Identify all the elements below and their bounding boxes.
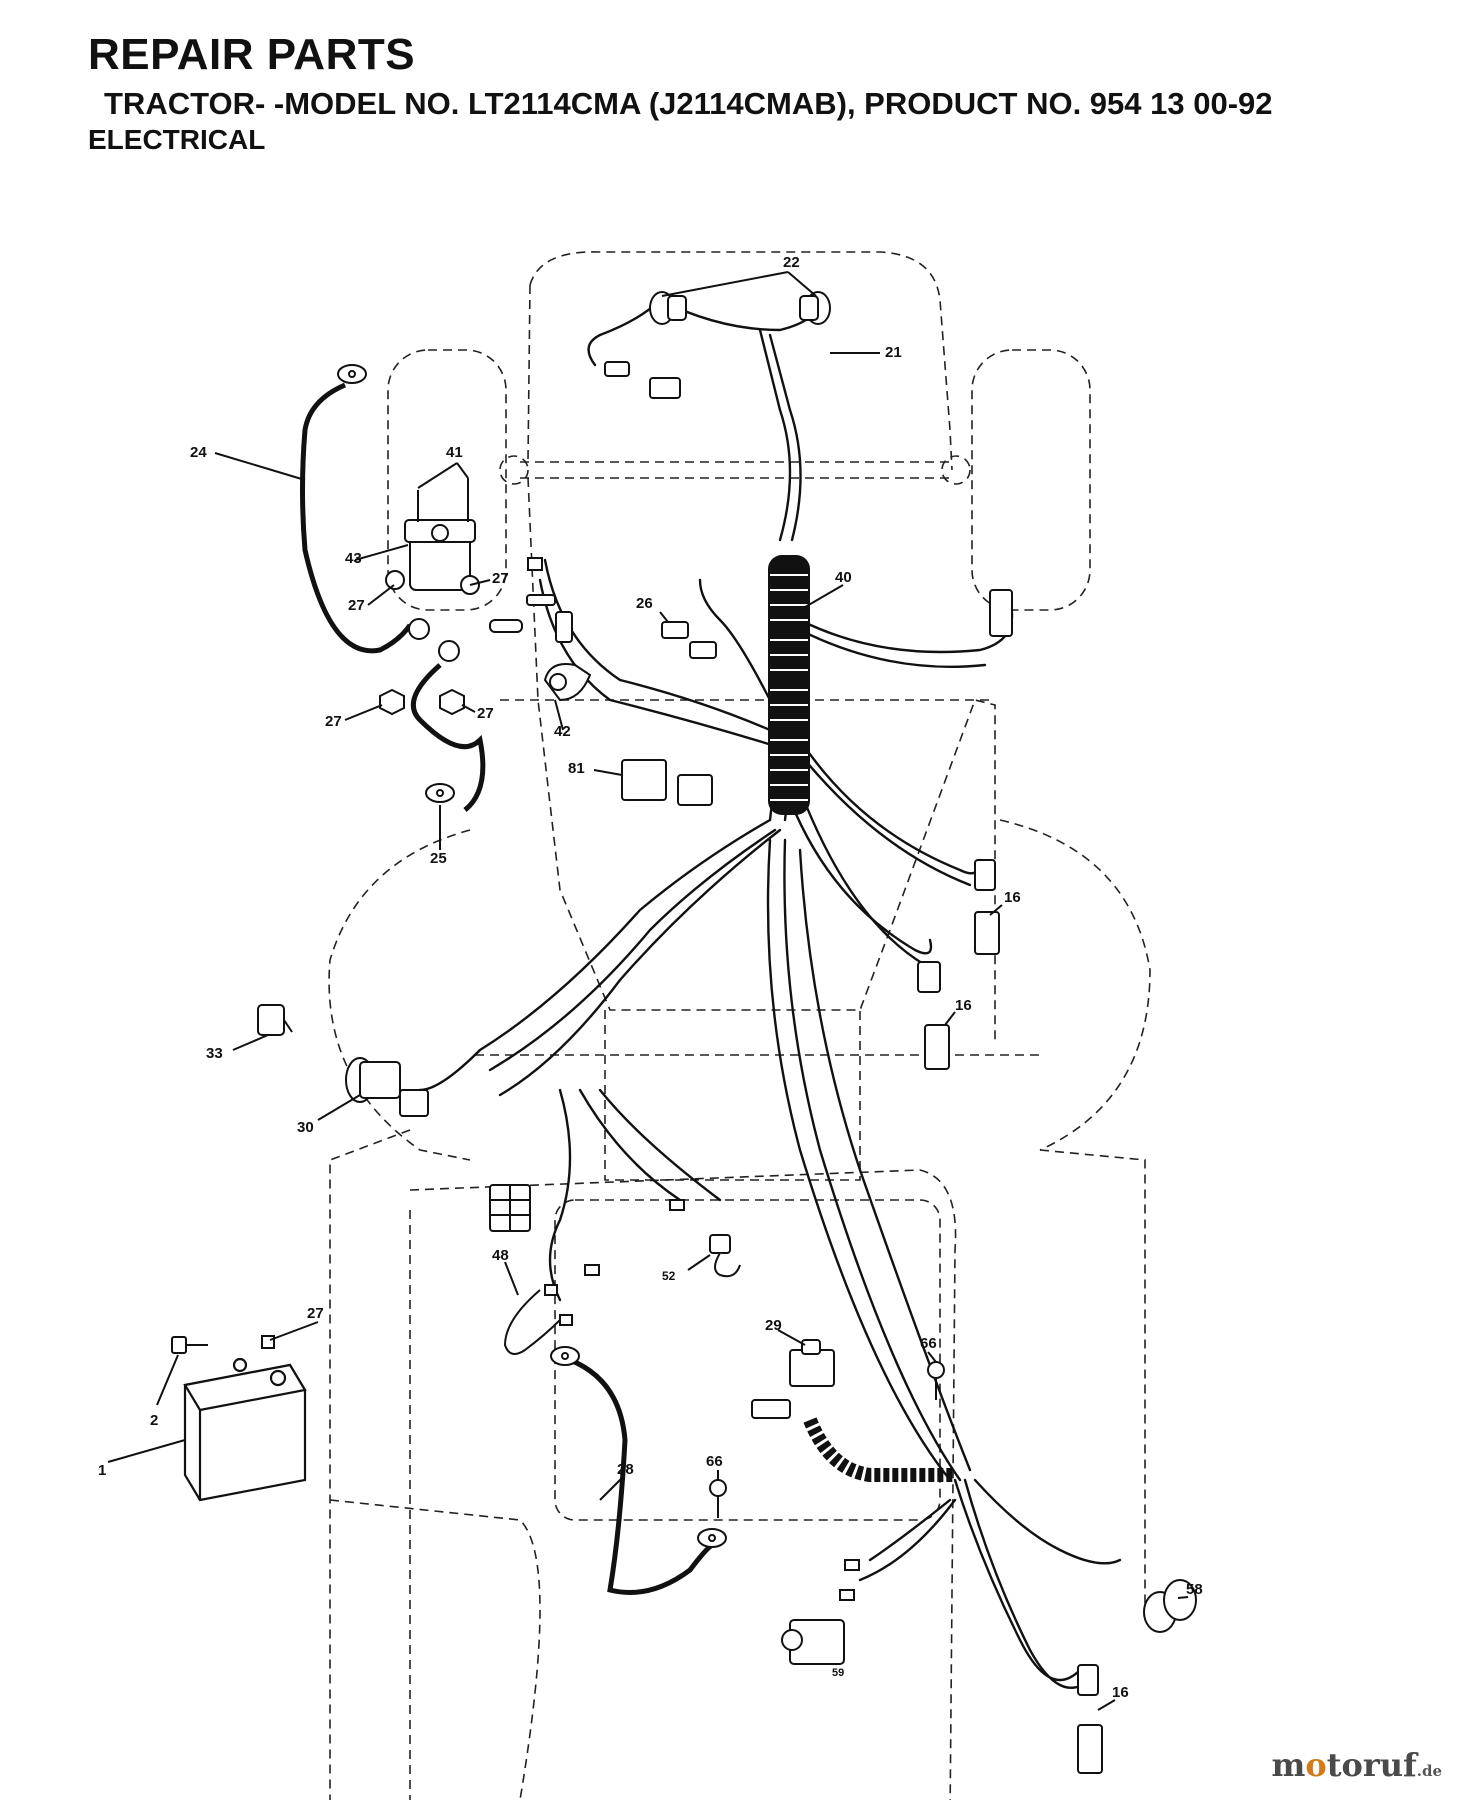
cable-24-terminal — [337, 364, 367, 384]
switch-16-lower — [1077, 1664, 1103, 1774]
cable-25-terminal — [425, 783, 455, 803]
callout-27-e: 27 — [307, 1305, 324, 1322]
switch-16-upper — [974, 859, 1000, 955]
callout-40: 40 — [835, 569, 852, 586]
callout-16-a: 16 — [1004, 889, 1021, 906]
callout-16-c: 16 — [1112, 1684, 1129, 1701]
callout-58: 58 — [1186, 1581, 1203, 1598]
callout-29: 29 — [765, 1317, 782, 1334]
callout-27-b: 27 — [348, 597, 365, 614]
callout-22: 22 — [783, 254, 800, 271]
screw-66-lower — [709, 1479, 727, 1518]
solenoid-43 — [385, 478, 480, 662]
switch-29 — [751, 1339, 835, 1419]
battery-1 — [183, 1357, 307, 1502]
cable-28 — [569, 1357, 714, 1595]
callout-66-a: 66 — [920, 1335, 937, 1352]
relay-81 — [621, 759, 713, 806]
conduit-lower — [803, 1417, 955, 1482]
cable-25 — [410, 663, 486, 812]
callout-27-c: 27 — [325, 713, 342, 730]
callout-28: 28 — [617, 1461, 634, 1478]
front-right-wheel — [971, 349, 1091, 611]
headlights-22 — [649, 291, 831, 325]
harness-terminals — [489, 557, 573, 643]
page-title: REPAIR PARTS — [88, 30, 416, 79]
module-59 — [781, 1619, 845, 1665]
callout-43: 43 — [345, 550, 362, 567]
callout-27-a: 27 — [492, 570, 509, 587]
callout-2: 2 — [150, 1412, 158, 1429]
rear-deck — [554, 1199, 941, 1521]
cable-boot-42 — [543, 663, 592, 702]
callout-41: 41 — [446, 444, 463, 461]
callout-24: 24 — [190, 444, 207, 461]
switch-16-middle — [917, 961, 950, 1070]
callout-27-d: 27 — [477, 705, 494, 722]
bolt-2 — [171, 1335, 275, 1354]
connector-block — [489, 1184, 531, 1232]
callout-25: 25 — [430, 850, 447, 867]
cable-24 — [300, 382, 413, 654]
callout-16-b: 16 — [955, 997, 972, 1014]
harness-48 — [503, 1289, 561, 1355]
component-52 — [709, 1234, 741, 1278]
callout-1: 1 — [98, 1462, 106, 1479]
buzzer-58 — [1143, 1579, 1197, 1633]
lower-terminals — [544, 1199, 860, 1601]
main-wiring-harness — [418, 298, 1122, 1689]
front-left-wheel — [387, 349, 507, 611]
callout-labels: 22 21 24 41 43 27 27 27 27 26 40 42 81 2… — [98, 254, 1203, 1701]
tractor-outline — [328, 251, 1151, 1800]
callout-52: 52 — [662, 1269, 676, 1283]
connectors-26 — [661, 621, 717, 659]
cable-28-terminals — [550, 1346, 727, 1548]
conduit-40 — [768, 555, 810, 815]
callout-59: 59 — [832, 1667, 844, 1679]
callout-33: 33 — [206, 1045, 223, 1062]
callout-48: 48 — [492, 1247, 509, 1264]
leader-lines — [107, 271, 1189, 1711]
ignition-switch-30 — [345, 1057, 429, 1117]
headlight-connectors — [604, 361, 681, 399]
section-title: ELECTRICAL — [88, 124, 266, 155]
model-subtitle: TRACTOR- -MODEL NO. LT2114CMA (J2114CMAB… — [104, 86, 1273, 121]
callout-66-b: 66 — [706, 1453, 723, 1470]
callout-42: 42 — [554, 723, 571, 740]
callout-21: 21 — [885, 344, 902, 361]
callout-26: 26 — [636, 595, 653, 612]
callout-81: 81 — [568, 760, 585, 777]
seat-switch-connector — [989, 589, 1013, 637]
watermark: motoruf.de — [1271, 1746, 1442, 1784]
nuts-27 — [379, 688, 465, 716]
callout-30: 30 — [297, 1119, 314, 1136]
ignition-key-33 — [257, 1004, 293, 1036]
